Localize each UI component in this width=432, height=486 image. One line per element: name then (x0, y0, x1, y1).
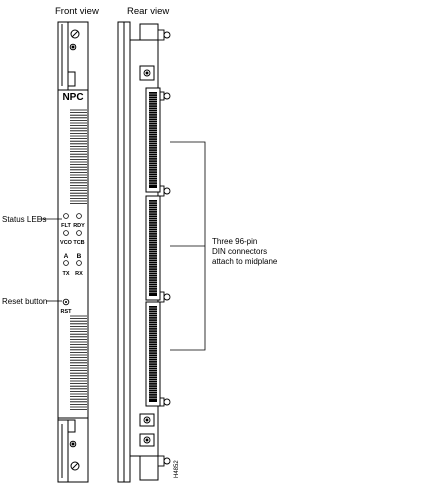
reset-button[interactable] (62, 298, 70, 306)
rear-view-heading: Rear view (127, 6, 169, 17)
bottom-ejector-latch (67, 419, 76, 433)
status-led-labels: FLT RDY VCO TCB A B TX RX (60, 223, 85, 277)
front-panel (57, 21, 89, 483)
led-rx-icon (76, 260, 82, 266)
module-name-label: NPC (62, 92, 83, 103)
din-connector-bottom-pin-rows (149, 307, 157, 399)
rear-view (117, 21, 159, 483)
rear-screw-top (143, 69, 151, 77)
din-connector-bottom (145, 301, 161, 407)
led-label-b: B (77, 253, 82, 260)
connectors-callout-line2: DIN connectors (212, 247, 267, 256)
din-connector-top-pin-rows (149, 93, 157, 185)
front-screws (69, 29, 80, 471)
reset-button-callout: Reset button (2, 297, 47, 306)
led-label-tcb: TCB (73, 240, 84, 246)
front-vent-slots (70, 109, 87, 411)
led-tx-icon (63, 260, 69, 266)
led-tcb-icon (76, 230, 82, 236)
front-panel-outline (57, 21, 89, 483)
led-label-vco: VCO (60, 240, 73, 246)
rear-screw-bottom-1 (143, 416, 151, 424)
reset-button-center (65, 301, 67, 303)
led-label-flt: FLT (61, 223, 71, 229)
status-led-group (63, 213, 82, 266)
led-label-a: A (64, 253, 69, 260)
figure-id-label: H4852 (174, 460, 180, 478)
led-label-rx: RX (75, 271, 83, 277)
led-label-tx: TX (62, 271, 69, 277)
rear-fasteners (143, 29, 171, 467)
rear-top-bracket (130, 23, 159, 41)
connectors-callout-line3: attach to midplane (212, 257, 278, 266)
led-rdy-icon (76, 213, 82, 219)
din-connector-top (145, 87, 161, 193)
led-vco-icon (63, 230, 69, 236)
top-ejector-latch (67, 71, 76, 87)
rear-standoff-2 (157, 91, 171, 101)
front-screw-bottom-2 (70, 461, 80, 471)
connectors-callout-line1: Three 96-pin (212, 237, 257, 246)
rear-standoff-1 (157, 29, 171, 41)
bottom-ejector-handle (57, 419, 69, 483)
status-leds-callout: Status LEDs (2, 215, 46, 224)
led-label-rdy: RDY (73, 223, 85, 229)
front-screw-top-2 (69, 43, 77, 51)
din-connector-middle-pin-rows (149, 201, 157, 293)
front-screw-bottom-1 (69, 440, 77, 448)
rear-standoff-4 (157, 291, 171, 303)
led-flt-icon (63, 213, 69, 219)
connector-callout-bracket (170, 141, 206, 351)
rear-bottom-bracket (130, 455, 159, 481)
front-screw-top-1 (70, 29, 80, 39)
rear-standoff-6 (157, 455, 171, 467)
reset-label: RST (61, 309, 73, 315)
din-connector-middle (145, 195, 161, 301)
front-view-heading: Front view (55, 6, 99, 17)
rear-screw-bottom-2 (143, 436, 151, 444)
